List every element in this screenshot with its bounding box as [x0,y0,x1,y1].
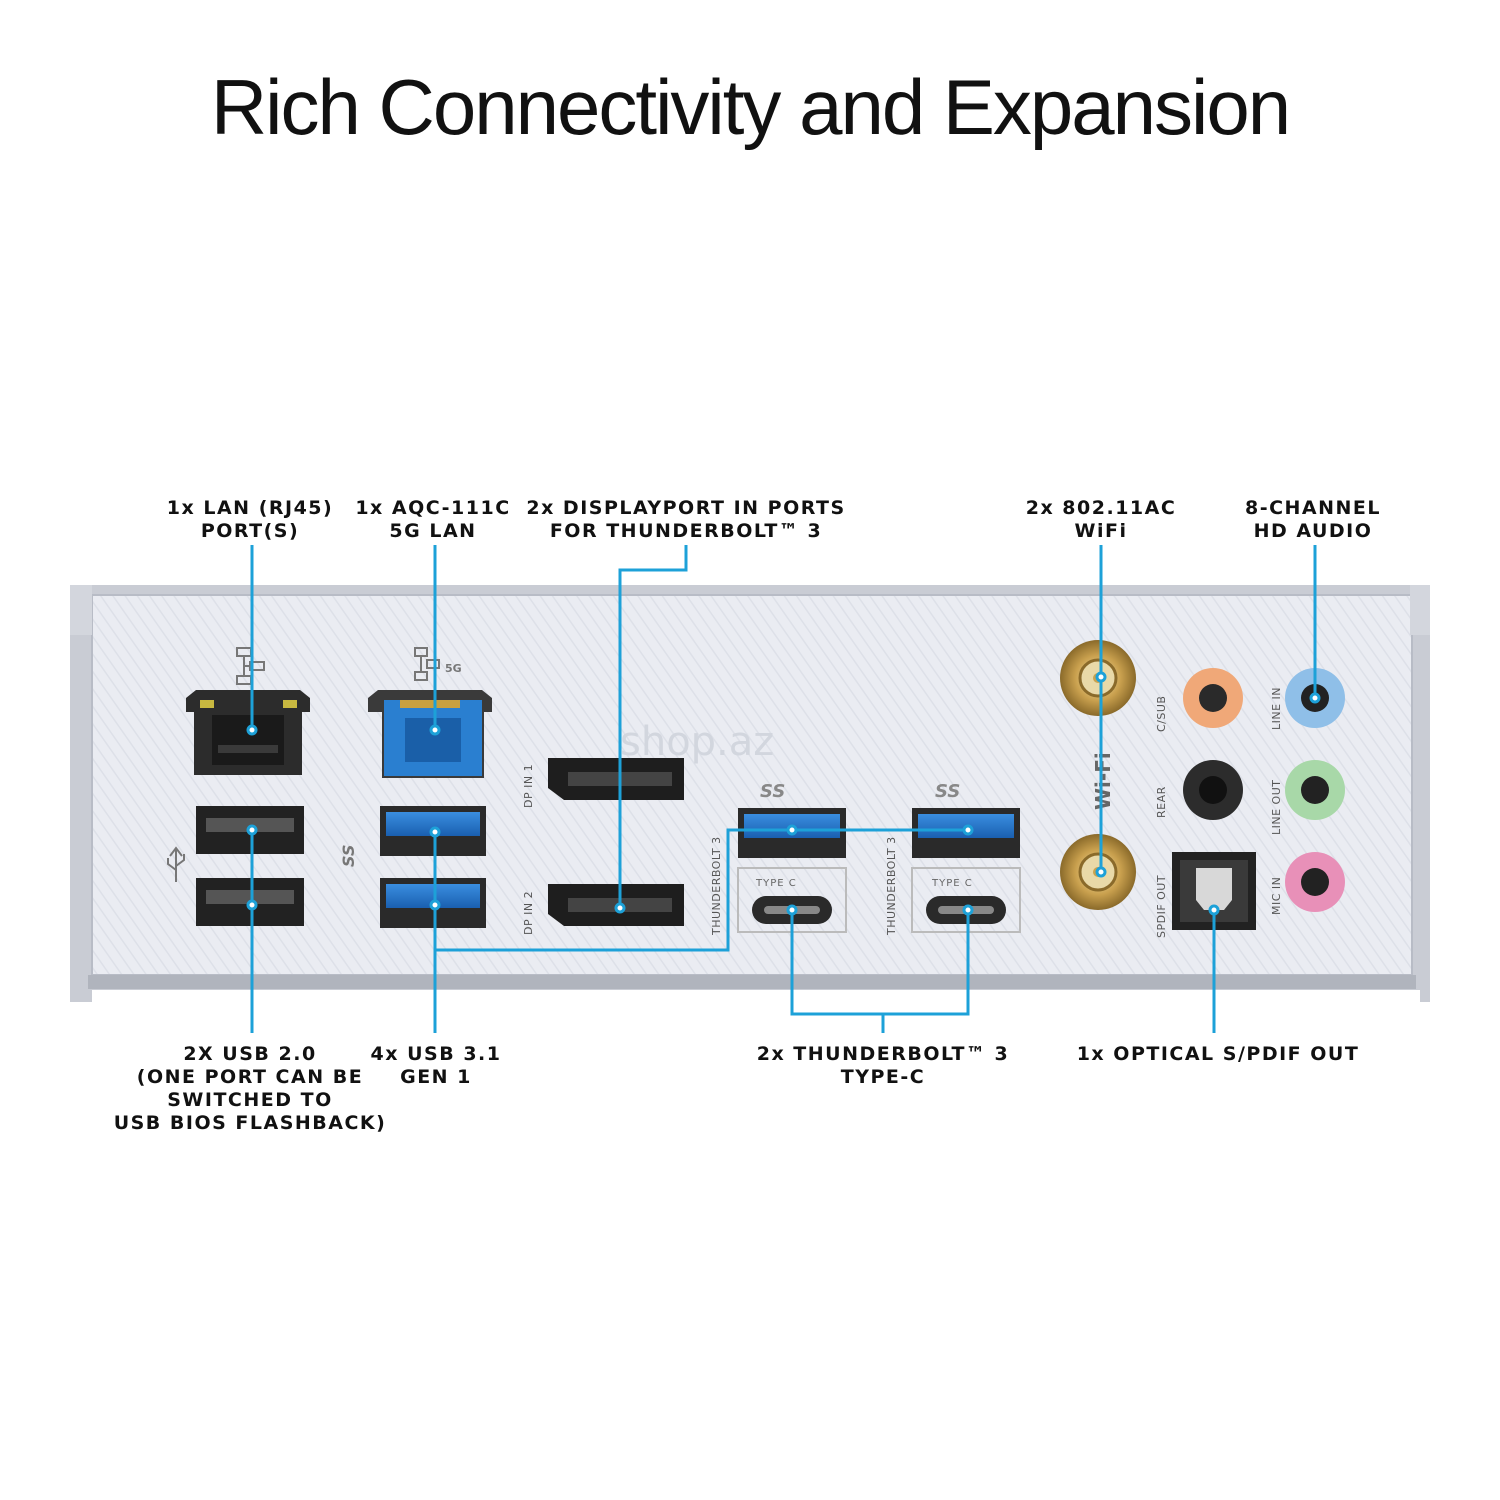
callout-spdif-line1: 1x OPTICAL S/PDIF OUT [1076,1043,1360,1065]
wifi-label: Wi-Fi [1091,752,1115,810]
callout-wifi-line1: 2x 802.11AC [1025,497,1177,519]
callout-wifi: 2x 802.11AC WiFi [1026,497,1177,543]
page-title: Rich Connectivity and Expansion [210,63,1291,151]
callout-dots [246,671,1321,916]
callout-usb31: 4x USB 3.1 GEN 1 [371,1043,502,1089]
type-c-label-1: TYPE C [755,878,797,889]
callout-5g-lan-line1: 1x AQC-111C [355,497,511,519]
optical-spdif-port [1172,852,1256,930]
thunderbolt-3-label-1: THUNDERBOLT 3 [710,836,723,936]
callout-lan: 1x LAN (RJ45) PORT(S) [167,497,333,543]
callout-spdif: 1x OPTICAL S/PDIF OUT [1077,1043,1360,1066]
thunderbolt-3-label-2: THUNDERBOLT 3 [885,836,898,936]
callout-5g-lan: 1x AQC-111C 5G LAN [355,497,510,543]
callout-usb2-line2: (ONE PORT CAN BE [136,1066,364,1088]
callout-usb2-line1: 2X USB 2.0 [183,1043,317,1065]
callout-audio-line1: 8-CHANNEL [1244,497,1382,519]
callout-usb2-line4: USB BIOS FLASHBACK) [113,1112,387,1134]
dp-in-1-label: DP IN 1 [522,764,535,808]
callout-displayport-line2: FOR THUNDERBOLT™ 3 [549,520,823,542]
spdif-out-label: SPDIF OUT [1155,875,1168,938]
lan-5g-icon [414,647,440,681]
c-sub-label: C/SUB [1155,696,1168,732]
callout-thunderbolt-line1: 2x THUNDERBOLT™ 3 [756,1043,1010,1065]
type-c-label-2: TYPE C [931,878,973,889]
callout-usb31-line1: 4x USB 3.1 [370,1043,502,1065]
callout-lan-line1: 1x LAN (RJ45) [166,497,334,519]
mic-in-label: MIC IN [1270,877,1283,915]
callout-audio: 8-CHANNEL HD AUDIO [1245,497,1381,543]
rear-label: REAR [1155,786,1168,818]
ss-usb-logo-left: SS [339,845,358,867]
callout-wifi-line2: WiFi [1074,520,1128,542]
lan-5g-port: 5G [368,647,492,778]
audio-panel: C/SUB REAR SPDIF OUT LINE IN LINE OUT MI… [1155,668,1345,938]
callout-lines [250,545,1317,1033]
usb-icon [167,846,185,882]
callout-usb2-line3: SWITCHED TO [167,1089,333,1111]
callout-lan-line2: PORT(S) [200,520,300,542]
ss-usb-logo-tb1: SS [760,781,785,802]
callout-thunderbolt-line2: TYPE-C [840,1066,926,1088]
callout-audio-line2: HD AUDIO [1253,520,1373,542]
callout-thunderbolt: 2x THUNDERBOLT™ 3 TYPE-C [757,1043,1010,1089]
dp-in-2-label: DP IN 2 [522,891,535,935]
lan-5g-text: 5G [445,662,462,675]
line-in-label: LINE IN [1270,687,1283,730]
watermark: shop.az [620,719,774,765]
callout-displayport-line1: 2x DISPLAYPORT IN PORTS [526,497,846,519]
callout-5g-lan-line2: 5G LAN [389,520,477,542]
callout-usb2: 2X USB 2.0 (ONE PORT CAN BE SWITCHED TO … [114,1043,387,1135]
line-out-label: LINE OUT [1270,780,1283,835]
callout-usb31-line2: GEN 1 [400,1066,472,1088]
ss-usb-logo-tb2: SS [935,781,960,802]
callout-displayport: 2x DISPLAYPORT IN PORTS FOR THUNDERBOLT™… [526,497,845,543]
